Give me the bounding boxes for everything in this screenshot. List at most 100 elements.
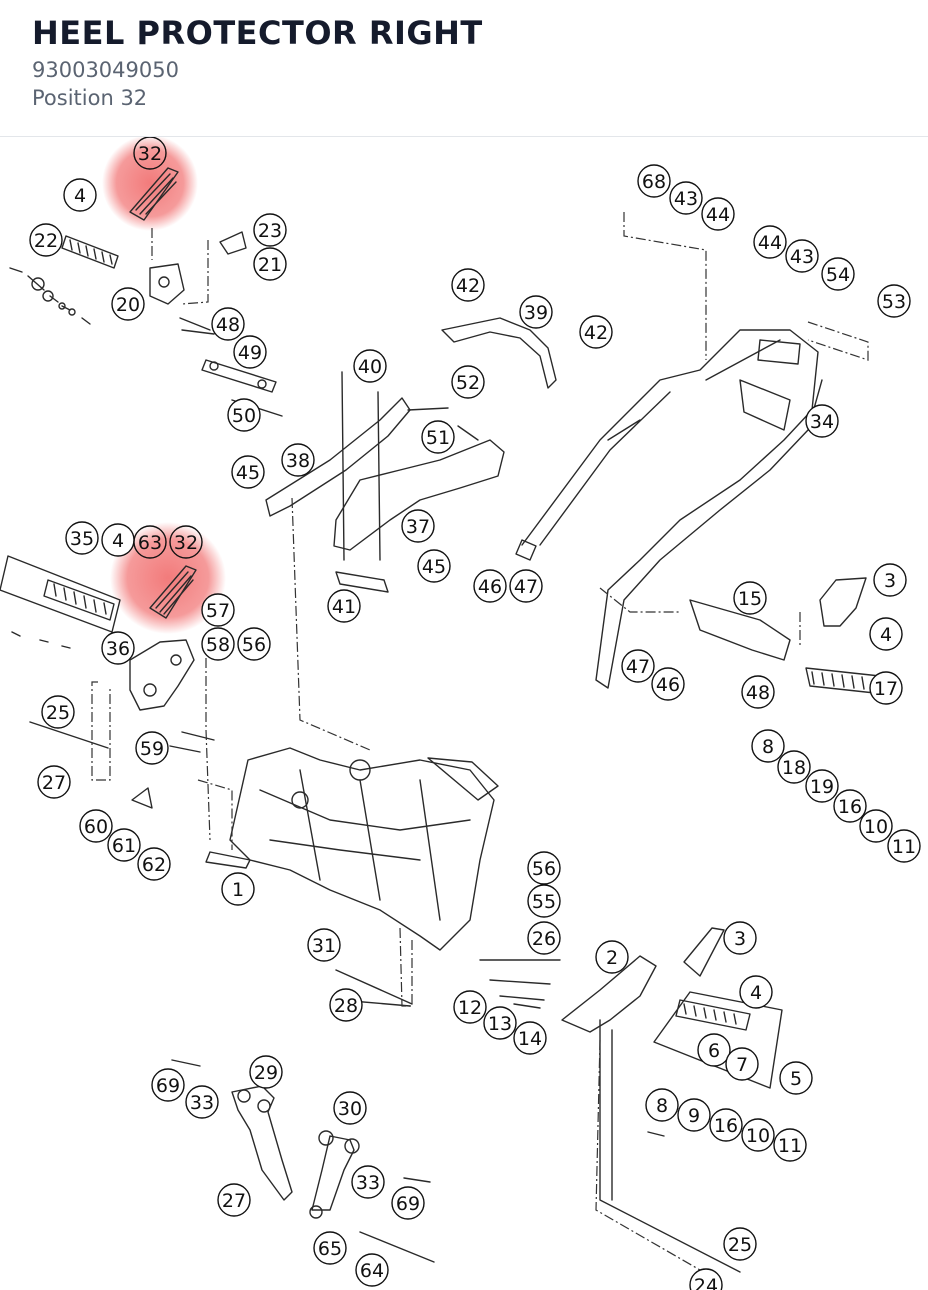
callout-label: 19 <box>810 776 834 798</box>
callout-22[interactable]: 22 <box>29 223 63 257</box>
callout-44[interactable]: 44 <box>753 225 787 259</box>
callout-8[interactable]: 8 <box>751 729 785 763</box>
callout-29[interactable]: 29 <box>249 1055 283 1089</box>
callout-19[interactable]: 19 <box>805 769 839 803</box>
callout-49[interactable]: 49 <box>233 335 267 369</box>
callout-23[interactable]: 23 <box>253 213 287 247</box>
callout-circle <box>785 239 819 273</box>
callout-21[interactable]: 21 <box>253 247 287 281</box>
callout-69[interactable]: 69 <box>151 1068 185 1102</box>
callout-65[interactable]: 65 <box>313 1231 347 1265</box>
callout-61[interactable]: 61 <box>107 828 141 862</box>
callout-32-highlighted[interactable]: 32 <box>169 525 203 559</box>
callout-60[interactable]: 60 <box>79 809 113 843</box>
callout-4[interactable]: 4 <box>63 178 97 212</box>
callout-51[interactable]: 51 <box>421 420 455 454</box>
callout-11[interactable]: 11 <box>773 1128 807 1162</box>
callout-52[interactable]: 52 <box>451 365 485 399</box>
callout-31[interactable]: 31 <box>307 928 341 962</box>
callout-7[interactable]: 7 <box>725 1047 759 1081</box>
callout-30[interactable]: 30 <box>333 1091 367 1125</box>
callout-53[interactable]: 53 <box>877 284 911 318</box>
callout-33[interactable]: 33 <box>185 1085 219 1119</box>
callout-13[interactable]: 13 <box>483 1006 517 1040</box>
callout-24[interactable]: 24 <box>689 1268 723 1290</box>
callout-label: 5 <box>790 1068 802 1090</box>
callout-16[interactable]: 16 <box>833 789 867 823</box>
callout-42[interactable]: 42 <box>579 315 613 349</box>
callout-12[interactable]: 12 <box>453 990 487 1024</box>
callout-50[interactable]: 50 <box>227 398 261 432</box>
callout-42[interactable]: 42 <box>451 268 485 302</box>
callout-45[interactable]: 45 <box>231 455 265 489</box>
callout-41[interactable]: 41 <box>327 589 361 623</box>
callout-2[interactable]: 2 <box>595 940 629 974</box>
callout-11[interactable]: 11 <box>887 829 921 863</box>
callout-3[interactable]: 3 <box>723 921 757 955</box>
callout-40[interactable]: 40 <box>353 349 387 383</box>
callout-48[interactable]: 48 <box>741 675 775 709</box>
callout-circle <box>483 1006 517 1040</box>
callout-circle <box>313 1231 347 1265</box>
callout-68[interactable]: 68 <box>637 164 671 198</box>
callout-4[interactable]: 4 <box>101 523 135 557</box>
callout-34[interactable]: 34 <box>805 404 839 438</box>
callout-4[interactable]: 4 <box>869 617 903 651</box>
callout-43[interactable]: 43 <box>669 181 703 215</box>
callout-15[interactable]: 15 <box>733 581 767 615</box>
callout-36[interactable]: 36 <box>101 631 135 665</box>
callout-59[interactable]: 59 <box>135 731 169 765</box>
callout-16[interactable]: 16 <box>709 1108 743 1142</box>
callout-63-highlighted[interactable]: 63 <box>133 525 167 559</box>
callout-33[interactable]: 33 <box>351 1165 385 1199</box>
leader-lines <box>91 212 869 1271</box>
callout-43[interactable]: 43 <box>785 239 819 273</box>
callout-label: 56 <box>242 634 266 656</box>
callout-56[interactable]: 56 <box>237 627 271 661</box>
callout-45[interactable]: 45 <box>417 549 451 583</box>
callout-48[interactable]: 48 <box>211 307 245 341</box>
callout-46[interactable]: 46 <box>473 569 507 603</box>
callout-56[interactable]: 56 <box>527 851 561 885</box>
callout-label: 61 <box>112 835 136 857</box>
callout-1[interactable]: 1 <box>221 872 255 906</box>
callout-18[interactable]: 18 <box>777 750 811 784</box>
callout-3[interactable]: 3 <box>873 563 907 597</box>
callout-10[interactable]: 10 <box>859 809 893 843</box>
callout-58[interactable]: 58 <box>201 627 235 661</box>
callout-37[interactable]: 37 <box>401 509 435 543</box>
callout-5[interactable]: 5 <box>779 1061 813 1095</box>
callout-47[interactable]: 47 <box>509 569 543 603</box>
callout-4[interactable]: 4 <box>739 975 773 1009</box>
callout-label: 49 <box>238 342 262 364</box>
callout-55[interactable]: 55 <box>527 884 561 918</box>
callout-20[interactable]: 20 <box>111 287 145 321</box>
callout-27[interactable]: 27 <box>37 765 71 799</box>
callout-9[interactable]: 9 <box>677 1098 711 1132</box>
callout-26[interactable]: 26 <box>527 921 561 955</box>
callout-64[interactable]: 64 <box>355 1253 389 1287</box>
callout-38[interactable]: 38 <box>281 443 315 477</box>
callout-25[interactable]: 25 <box>41 695 75 729</box>
callout-25[interactable]: 25 <box>723 1227 757 1261</box>
callout-46[interactable]: 46 <box>651 667 685 701</box>
callout-44[interactable]: 44 <box>701 197 735 231</box>
callout-28[interactable]: 28 <box>329 988 363 1022</box>
part-position: Position 32 <box>32 86 148 110</box>
linkage-30 <box>311 1135 355 1211</box>
callout-6[interactable]: 6 <box>697 1033 731 1067</box>
callout-47[interactable]: 47 <box>621 649 655 683</box>
callout-circle <box>29 223 63 257</box>
callout-57[interactable]: 57 <box>201 593 235 627</box>
callout-27[interactable]: 27 <box>217 1183 251 1217</box>
callout-54[interactable]: 54 <box>821 257 855 291</box>
callout-69[interactable]: 69 <box>391 1186 425 1220</box>
callout-35[interactable]: 35 <box>65 521 99 555</box>
callout-32-highlighted[interactable]: 32 <box>133 137 167 170</box>
callout-10[interactable]: 10 <box>741 1118 775 1152</box>
callout-62[interactable]: 62 <box>137 847 171 881</box>
callout-39[interactable]: 39 <box>519 295 553 329</box>
callout-8[interactable]: 8 <box>645 1088 679 1122</box>
callout-14[interactable]: 14 <box>513 1021 547 1055</box>
callout-17[interactable]: 17 <box>869 671 903 705</box>
